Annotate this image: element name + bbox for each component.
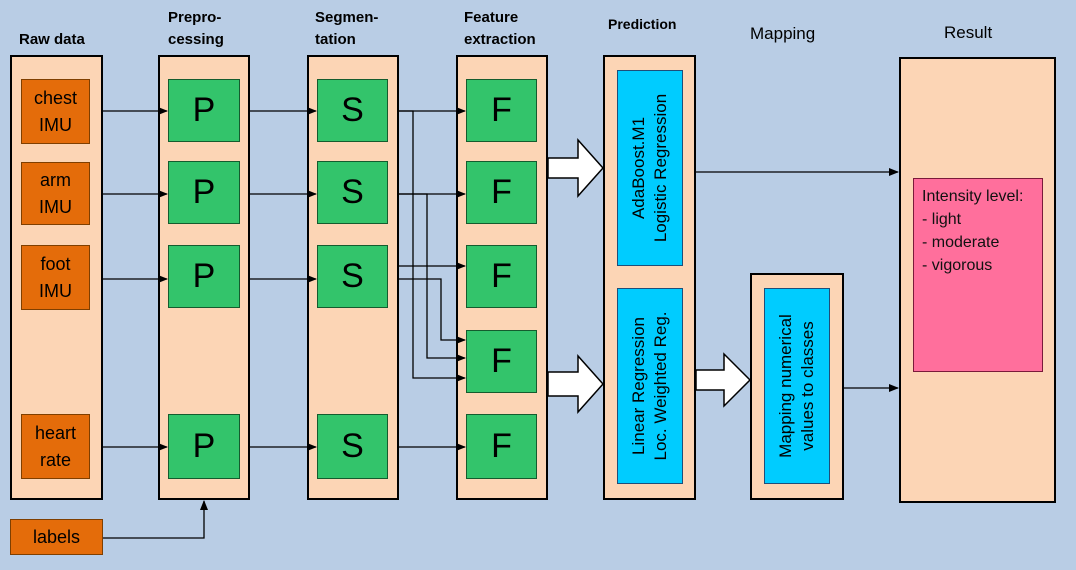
header-raw-data: Raw data: [19, 31, 85, 48]
source-heart-rate: heart rate: [21, 414, 90, 479]
block-arrow-features-to-classifier: [547, 138, 605, 198]
header-feature-extraction: Feature extraction: [464, 7, 536, 51]
feature-block-4: F: [466, 330, 537, 393]
source-labels-text: labels: [32, 526, 81, 547]
classifier-box: AdaBoost.M1 Logistic Regression: [617, 70, 683, 266]
arrow-labels-to-p: [103, 500, 208, 539]
header-result: Result: [944, 23, 993, 42]
header-mapping: Mapping: [750, 24, 816, 43]
intensity-item-moderate: - moderate: [922, 234, 1000, 251]
header-preprocessing: Prepro- cessing: [168, 7, 224, 51]
branch-foot-to-f4: [399, 278, 466, 344]
segmentation-block-heart: S: [317, 414, 388, 479]
regressor-box: Linear Regression Loc. Weighted Reg.: [617, 288, 683, 484]
source-arm-line1: arm: [40, 169, 71, 190]
source-heart-line1: heart: [34, 422, 77, 443]
source-foot-line1: foot: [40, 253, 71, 274]
feature-block-3: F: [466, 245, 537, 308]
preprocessing-block-arm: P: [168, 161, 240, 224]
block-arrow-regressor-to-mapping: [695, 352, 752, 408]
header-segmentation: Segmen- tation: [315, 7, 378, 51]
source-chest-line2: IMU: [39, 114, 72, 135]
preprocessing-block-chest: P: [168, 79, 240, 142]
source-labels: labels: [10, 519, 103, 555]
source-chest-line1: chest: [33, 87, 78, 108]
header-feature-line1: Feature: [464, 9, 519, 26]
intensity-item-light: - light: [922, 211, 962, 228]
intensity-item-vigorous: - vigorous: [922, 257, 993, 274]
block-arrow-features-to-regressor: [547, 354, 605, 414]
feature-block-5: F: [466, 414, 537, 479]
intensity-level-box: Intensity level: - light - moderate - vi…: [913, 178, 1043, 372]
mapping-box: Mapping numerical values to classes: [764, 288, 830, 484]
source-heart-line2: rate: [39, 449, 72, 470]
intensity-title: Intensity level:: [922, 188, 1024, 205]
source-foot-line2: IMU: [39, 280, 72, 301]
preprocessing-block-heart: P: [168, 414, 240, 479]
branch-arm-to-f4: [399, 193, 466, 362]
segmentation-block-chest: S: [317, 79, 388, 142]
header-prediction: Prediction: [608, 16, 677, 32]
header-preprocessing-line1: Prepro-: [168, 9, 222, 26]
header-preprocessing-line2: cessing: [168, 31, 224, 48]
header-segmentation-line2: tation: [315, 31, 356, 48]
segmentation-block-arm: S: [317, 161, 388, 224]
feature-block-2: F: [466, 161, 537, 224]
header-segmentation-line1: Segmen-: [315, 9, 379, 26]
source-arm-line2: IMU: [39, 196, 72, 217]
branch-chest-to-f4: [399, 110, 466, 382]
header-feature-line2: extraction: [464, 31, 536, 48]
feature-block-1: F: [466, 79, 537, 142]
preprocessing-block-foot: P: [168, 245, 240, 308]
segmentation-block-foot: S: [317, 245, 388, 308]
